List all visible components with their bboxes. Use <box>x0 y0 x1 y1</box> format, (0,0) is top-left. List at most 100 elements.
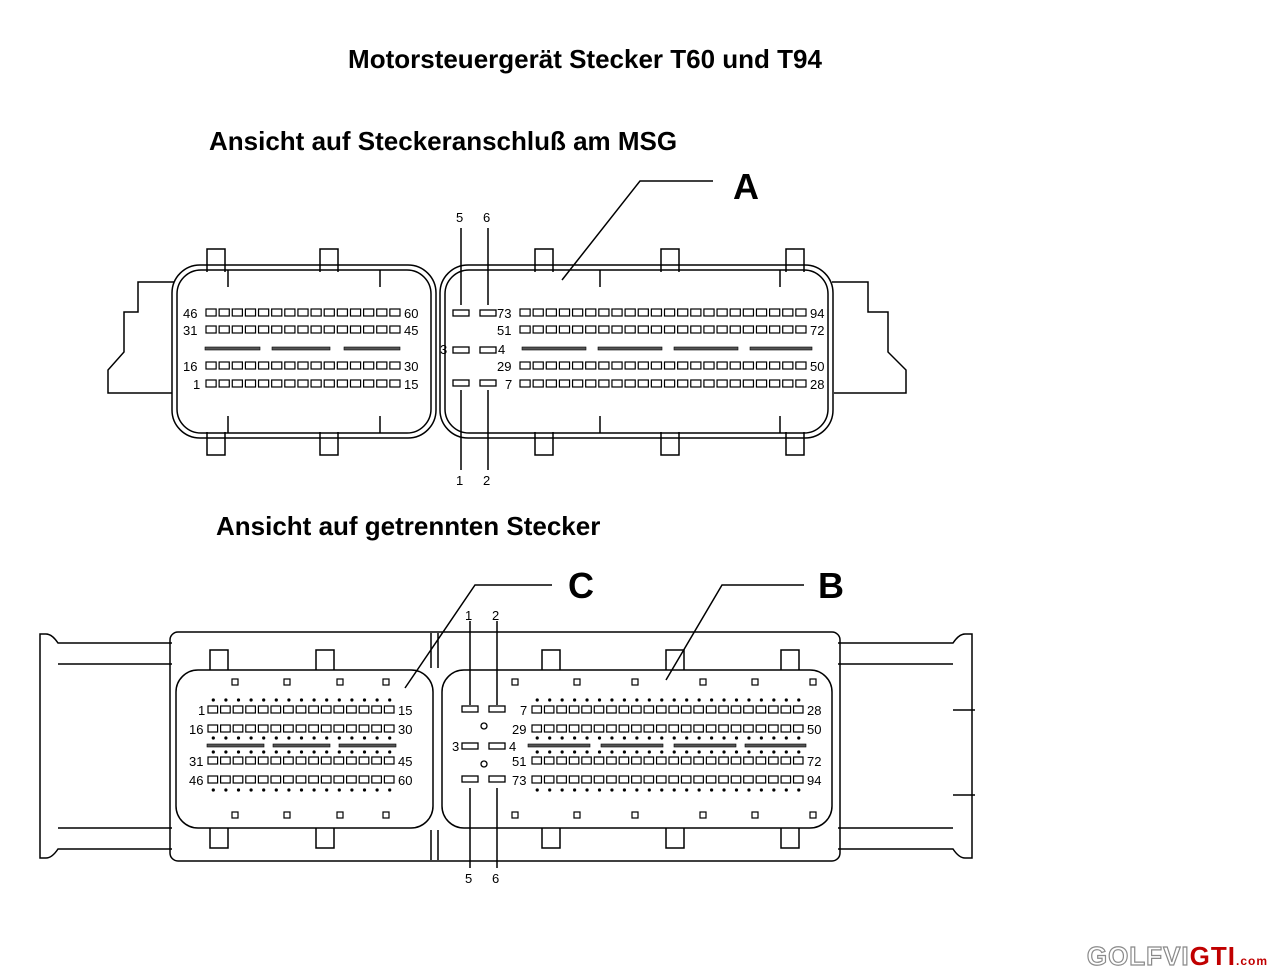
pin-cavity <box>668 775 680 784</box>
pin-cavity <box>668 756 680 765</box>
top-left-row2-start: 31 <box>183 323 197 338</box>
coding-strip <box>673 743 737 748</box>
pin-dot <box>622 750 627 754</box>
pin-dot <box>759 736 764 740</box>
pin-dot <box>535 750 539 754</box>
pin-dot <box>672 698 676 702</box>
pin-cavity <box>643 756 655 765</box>
pin-dot <box>287 698 291 702</box>
pin-cavity <box>571 308 584 317</box>
pin-dot <box>597 750 602 754</box>
bottom-right-row3-end: 72 <box>807 754 821 769</box>
pin-cavity <box>531 724 543 733</box>
edge-notch <box>336 678 344 686</box>
pin-cavity <box>718 705 729 714</box>
pin-cavity <box>363 325 375 334</box>
pin-cavity <box>257 325 270 334</box>
pin-cavity <box>655 705 667 714</box>
pin-cavity <box>383 756 395 765</box>
pin-cavity <box>205 379 217 388</box>
pin-dot <box>709 788 714 792</box>
pin-dot <box>224 736 228 740</box>
pin-dot <box>647 750 651 754</box>
pin-dot <box>548 788 552 792</box>
pin-dot <box>560 750 564 754</box>
edge-notch <box>809 811 817 819</box>
pin-dot <box>236 750 241 754</box>
pin-dot <box>709 750 714 754</box>
pin-cavity <box>677 379 689 388</box>
pin-cavity <box>297 361 309 370</box>
pin-cavity <box>320 724 332 733</box>
pin-cavity <box>571 325 584 334</box>
pin-cavity <box>650 379 663 388</box>
pin-dot <box>635 736 639 740</box>
pin-dot <box>797 788 801 792</box>
pin-dot <box>236 736 241 740</box>
bottom-right-row3-start: 51 <box>512 754 526 769</box>
pin-cavity <box>780 724 792 733</box>
pin-cavity <box>257 308 270 317</box>
pin-cavity <box>755 705 767 714</box>
pin-cavity <box>631 756 642 765</box>
pin-cavity <box>232 705 244 714</box>
pin-cavity <box>729 308 741 317</box>
pin-cavity <box>245 724 257 733</box>
bottom-right-row2-end: 50 <box>807 722 821 737</box>
pin-dot <box>211 750 215 754</box>
pin-cavity <box>637 361 649 370</box>
pin-dot <box>375 736 379 740</box>
pin-cavity <box>792 756 804 765</box>
edge-notch <box>631 811 639 819</box>
pin-dot <box>325 736 329 740</box>
pin-cavity <box>349 361 362 370</box>
pin-dot <box>548 750 552 754</box>
pin-cavity <box>718 724 729 733</box>
pin-dot <box>312 698 316 702</box>
pin-cavity <box>232 775 244 784</box>
pin-cavity <box>782 325 794 334</box>
pin-cavity <box>663 361 676 370</box>
bottom-left-row3-start: 31 <box>189 754 203 769</box>
pin-dot <box>772 698 776 702</box>
pin-cavity <box>358 724 370 733</box>
pin-cavity <box>585 379 597 388</box>
pin-cavity <box>545 308 558 317</box>
pin-cavity <box>795 325 807 334</box>
pin-dot <box>211 788 215 792</box>
pin-cavity <box>257 379 270 388</box>
pin-cavity <box>323 379 335 388</box>
pin-cavity <box>231 308 243 317</box>
edge-notch <box>382 678 390 686</box>
pin-cavity <box>376 308 388 317</box>
pin-cavity <box>755 379 768 388</box>
pin-cavity <box>283 756 294 765</box>
pin-cavity <box>346 724 357 733</box>
pin-dot <box>784 788 788 792</box>
pin-cavity <box>598 325 610 334</box>
pin-cavity <box>755 724 767 733</box>
pin-dot <box>610 736 614 740</box>
pin-cavity <box>333 775 345 784</box>
subtitle-bottom-view: Ansicht auf getrennten Stecker <box>216 511 601 541</box>
logo-part3: GTI <box>1189 941 1236 971</box>
pin-cavity <box>297 325 309 334</box>
pin-dot <box>572 788 577 792</box>
pin-cavity <box>618 724 630 733</box>
pin-dot <box>325 698 329 702</box>
pin-cavity <box>690 325 702 334</box>
pin-dot <box>772 788 776 792</box>
pin-cavity <box>677 361 689 370</box>
pin-cavity <box>336 361 349 370</box>
pin-cavity <box>792 775 804 784</box>
pin-cavity <box>320 705 332 714</box>
pin-dot <box>362 736 367 740</box>
pin-cavity <box>768 325 781 334</box>
pin-dot <box>635 788 639 792</box>
pin-cavity <box>655 756 667 765</box>
pin-cavity <box>593 705 605 714</box>
pin-dot <box>672 736 676 740</box>
pin-cavity <box>718 756 729 765</box>
pin-cavity <box>690 379 702 388</box>
pin-cavity <box>207 705 219 714</box>
